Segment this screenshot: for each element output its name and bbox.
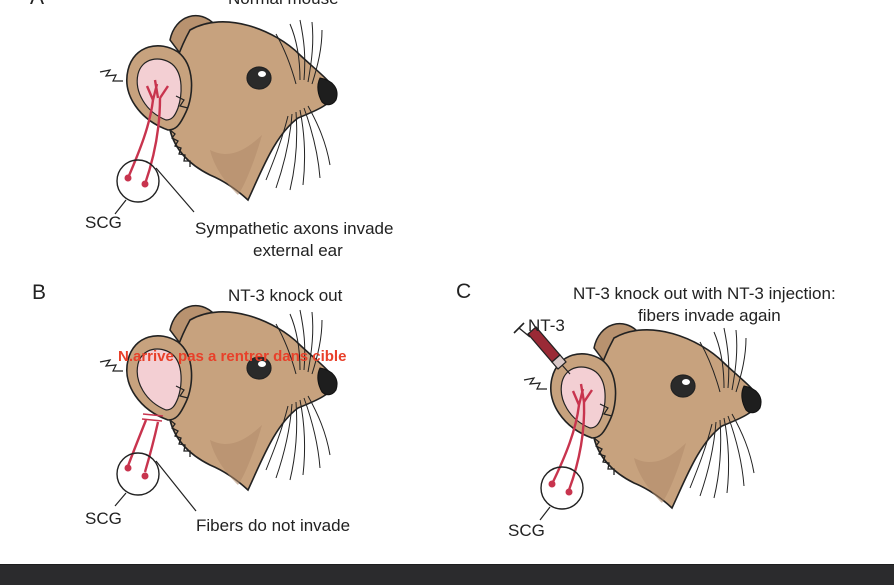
panel-a-caption-leader (155, 167, 195, 213)
panel-b-block-mark-2 (141, 418, 163, 422)
panel-a-scg-label: SCG (85, 213, 122, 232)
panel-a-scg-circle (116, 159, 160, 203)
panel-c-axons (550, 383, 593, 491)
panel-c-letter: C (456, 280, 471, 303)
syringe-icon (513, 322, 571, 375)
panel-b-mouse-head (99, 304, 338, 491)
panel-b-scg-neuron-1 (124, 464, 132, 472)
panel-c: C NT-3 knock out with NT-3 injection: fi… (456, 280, 836, 540)
panel-a-scg-leader (114, 199, 127, 215)
panel-c-scg-label: SCG (508, 521, 545, 540)
panel-b-handwritten-annotation: N.arrive pas a rentrer dans cible (118, 348, 346, 365)
panel-b-axons (126, 419, 160, 473)
panel-a-letter: A (30, 0, 44, 9)
panel-a-scg-neuron-2 (141, 180, 149, 188)
panel-c-title-line1: NT-3 knock out with NT-3 injection: (573, 284, 836, 303)
panel-b-scg-leader (114, 492, 127, 507)
panel-b-title: NT-3 knock out (228, 286, 343, 305)
panel-c-title-line2: fibers invade again (638, 306, 781, 325)
panel-c-scg-circle (540, 466, 584, 510)
panel-c-scg-neuron-2 (565, 488, 573, 496)
panel-a-caption-line1: Sympathetic axons invade (195, 219, 393, 238)
panel-b-caption: Fibers do not invade (196, 516, 350, 535)
panel-c-mouse-head (523, 322, 762, 509)
panel-a-title: Normal mouse (228, 0, 339, 8)
panel-b-scg-circle (116, 452, 160, 496)
panel-a-caption-line2: external ear (253, 241, 343, 260)
panel-b-scg-label: SCG (85, 509, 122, 528)
panel-b-scg-neuron-2 (141, 472, 149, 480)
panel-c-scg-neuron-1 (548, 480, 556, 488)
panel-b-letter: B (32, 281, 46, 304)
panel-a-axons (126, 79, 169, 185)
panel-b-caption-leader (155, 460, 197, 512)
bottom-bar (0, 564, 894, 585)
panel-c-syringe-label: NT-3 (528, 316, 565, 335)
panel-c-scg-leader (539, 506, 551, 521)
panel-b: B NT-3 knock out SCG Fibers do not invad… (32, 281, 350, 535)
panel-a-scg-neuron-1 (124, 174, 132, 182)
panel-a: A Normal mouse SCG Sympathetic axons inv… (30, 0, 393, 260)
panel-b-block-mark-1 (142, 413, 164, 417)
panel-a-mouse-head (99, 14, 338, 201)
